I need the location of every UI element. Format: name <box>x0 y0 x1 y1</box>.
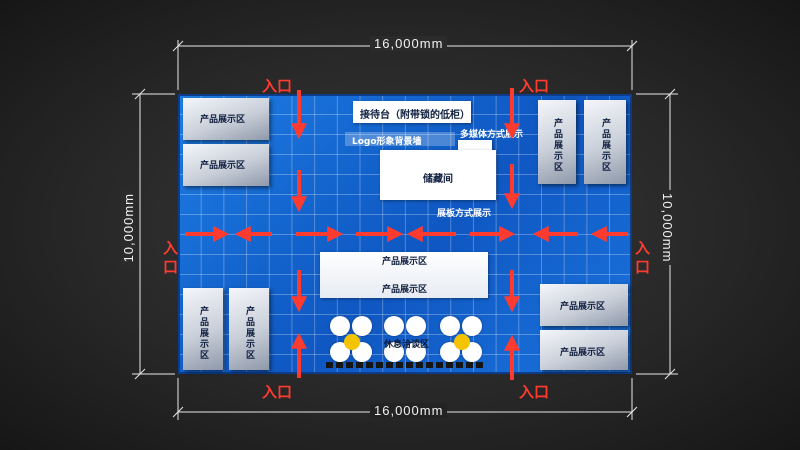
product-panel-top-right-1 <box>538 100 576 184</box>
product-panel-bottom-left-2 <box>229 288 269 370</box>
chair <box>376 362 383 368</box>
board-display-label: 展板方式展示 <box>437 209 492 219</box>
chair <box>356 362 363 368</box>
flower-seat <box>384 342 404 362</box>
entrance-right: 入口 <box>633 240 651 278</box>
logo-wall <box>345 132 455 146</box>
entrance-bottom-right: 入口 <box>519 383 550 401</box>
chair <box>466 362 473 368</box>
product-panel-top-left-2 <box>183 144 269 186</box>
flower-seat <box>440 316 460 336</box>
chair <box>456 362 463 368</box>
chair <box>476 362 483 368</box>
product-label-bl-2: 产品展示区 <box>244 306 254 361</box>
product-panel-top-left-1 <box>183 98 269 140</box>
chair <box>336 362 343 368</box>
logo-wall-label: Logo形象背景墙 <box>352 137 422 147</box>
product-label-tr-2: 产品展示区 <box>600 118 610 173</box>
product-panel-top-right-2 <box>584 100 626 184</box>
product-panel-bottom-right-1 <box>540 284 628 326</box>
product-label-br-1: 产品展示区 <box>560 302 606 312</box>
product-label-tr-1: 产品展示区 <box>552 118 562 173</box>
entrance-top-left: 入口 <box>262 77 293 95</box>
multimedia-label: 多媒体方式展示 <box>460 130 524 140</box>
lounge-area <box>322 312 490 368</box>
lounge-label: 休息洽谈区 <box>384 340 430 350</box>
flower-seat <box>462 316 482 336</box>
chair-row <box>326 362 486 370</box>
storage-room <box>380 150 496 200</box>
reception-desk <box>353 101 471 123</box>
chair <box>396 362 403 368</box>
entrance-top-right: 入口 <box>519 77 550 95</box>
flower-seat <box>406 316 426 336</box>
entrance-bottom-left: 入口 <box>262 383 293 401</box>
center-product-label-2: 产品展示区 <box>382 285 428 295</box>
chair <box>416 362 423 368</box>
chair <box>446 362 453 368</box>
flower-seat <box>384 316 404 336</box>
product-panel-bottom-right-2 <box>540 330 628 370</box>
entrance-left: 入口 <box>161 240 179 278</box>
center-product-label-1: 产品展示区 <box>382 257 428 267</box>
center-product-display <box>320 252 488 298</box>
flower-seat <box>330 316 350 336</box>
chair <box>436 362 443 368</box>
right-height-label: 10,000mm <box>660 190 675 266</box>
chair <box>426 362 433 368</box>
storage-label: 储藏间 <box>423 174 453 185</box>
top-width-label: 16,000mm <box>370 36 448 51</box>
multimedia-screen <box>458 140 492 152</box>
product-label-tl-2: 产品展示区 <box>200 161 246 171</box>
reception-label: 接待台（附带锁的低柜） <box>360 110 470 121</box>
chair <box>326 362 333 368</box>
product-panel-bottom-left-1 <box>183 288 223 370</box>
chair <box>366 362 373 368</box>
product-label-bl-1: 产品展示区 <box>198 306 208 361</box>
product-label-tl-1: 产品展示区 <box>200 115 246 125</box>
bottom-width-label: 16,000mm <box>370 403 448 418</box>
table-dot <box>454 334 470 350</box>
chair <box>346 362 353 368</box>
flower-seat <box>352 316 372 336</box>
chair <box>406 362 413 368</box>
flower-seat <box>406 342 426 362</box>
table-dot <box>344 334 360 350</box>
chair <box>386 362 393 368</box>
product-label-br-2: 产品展示区 <box>560 348 606 358</box>
